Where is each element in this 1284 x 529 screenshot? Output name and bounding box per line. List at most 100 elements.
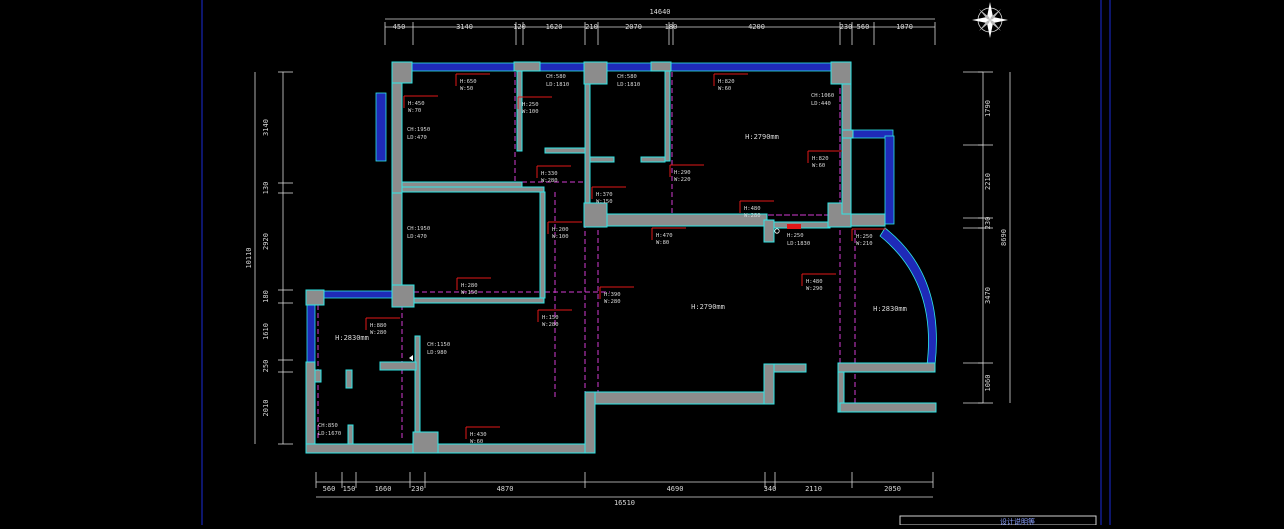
- ceiling-note-ch: CH:850: [318, 423, 338, 429]
- light-point-icon: [774, 228, 780, 234]
- ceiling-note-ch: H:250: [787, 233, 804, 239]
- ceiling-note-ld: LD:980: [427, 350, 447, 356]
- dimension-label: 230: [411, 485, 424, 493]
- drawing-frame: 设计说明等: [201, 0, 1111, 526]
- room-height-label: H:2830mm: [335, 334, 369, 342]
- marker-width: W:150: [461, 290, 478, 296]
- walls: [305, 61, 937, 454]
- marker-height: H:450: [408, 101, 425, 107]
- ceiling-note-ld: LD:470: [407, 234, 427, 240]
- dimension-label: 1620: [546, 23, 563, 31]
- ceiling-note-ld: LD:1810: [546, 82, 569, 88]
- dimension-total: 10110: [245, 247, 253, 268]
- dimension-label: 2110: [805, 485, 822, 493]
- dimension-label: 450: [393, 23, 406, 31]
- dimension-label: 3470: [984, 287, 992, 304]
- dimension-total: 8690: [1000, 229, 1008, 246]
- ceiling-note-ch: CH:1060: [811, 93, 834, 99]
- ceiling-note-ch: CH:1150: [427, 342, 450, 348]
- marker-height: H:250: [522, 102, 539, 108]
- room-height-label: H:2790mm: [691, 303, 725, 311]
- marker-width: W:280: [541, 178, 558, 184]
- marker-height: H:820: [718, 79, 735, 85]
- marker-width: W:280: [542, 322, 559, 328]
- marker-width: W:220: [674, 177, 691, 183]
- ceiling-note-ld: LD:1810: [617, 82, 640, 88]
- compass-icon: [972, 2, 1008, 38]
- marker-height: H:430: [470, 432, 487, 438]
- dimension-label: 3140: [262, 119, 270, 136]
- dimension-label: 230: [984, 217, 992, 230]
- marker-width: W:100: [552, 234, 569, 240]
- ceiling-dashed-lines: [317, 72, 885, 445]
- windows: [306, 62, 937, 366]
- room-height-label: H:2830mm: [873, 305, 907, 313]
- dimension-label: 130: [262, 182, 270, 195]
- marker-height: H:250: [856, 234, 873, 240]
- dimension-total: 14640: [649, 8, 670, 16]
- marker-height: H:470: [656, 233, 673, 239]
- dimension-label: 4200: [748, 23, 765, 31]
- marker-width: W:280: [370, 330, 387, 336]
- marker-height: H:370: [596, 192, 613, 198]
- dimension-label: 560: [323, 485, 336, 493]
- dimension-label: 180: [262, 290, 270, 303]
- dimension-label: 120: [513, 23, 526, 31]
- dimension-label: 1790: [984, 100, 992, 117]
- dimension-label: 3140: [456, 23, 473, 31]
- marker-height: H:390: [604, 292, 621, 298]
- dimension-label: 1610: [262, 323, 270, 340]
- dimension-label: 1070: [896, 23, 913, 31]
- dimension-label: 2920: [262, 233, 270, 250]
- dimension-label: 210: [585, 23, 598, 31]
- dimension-label: 4870: [497, 485, 514, 493]
- ceiling-note-ch: CH:580: [546, 74, 566, 80]
- ceiling-note-ch: CH:580: [617, 74, 637, 80]
- dimension-label: 180: [665, 23, 678, 31]
- marker-height: H:480: [744, 206, 761, 212]
- dimension-label: 1660: [375, 485, 392, 493]
- ceiling-note-ld: LD:1670: [318, 431, 341, 437]
- dimension-label: 560: [857, 23, 870, 31]
- marker-width: W:60: [812, 163, 825, 169]
- annotation-layer: H:2790mmH:2790mmH:2830mmH:2830mmH:650W:5…: [318, 73, 907, 445]
- marker-width: W:150: [596, 199, 613, 205]
- ceiling-note-ch: CH:1950: [407, 127, 430, 133]
- dimension-label: 4690: [667, 485, 684, 493]
- outlet-markers: [787, 224, 801, 229]
- marker-height: H:150: [542, 315, 559, 321]
- dimension-label: 150: [343, 485, 356, 493]
- dimension-label: 2210: [984, 173, 992, 190]
- marker-width: W:290: [806, 286, 823, 292]
- dimension-label: 2050: [884, 485, 901, 493]
- dimension-label: 1060: [984, 375, 992, 392]
- marker-width: W:80: [656, 240, 669, 246]
- marker-height: H:650: [460, 79, 477, 85]
- marker-width: W:60: [470, 439, 483, 445]
- dimension-label: 340: [764, 485, 777, 493]
- marker-height: H:330: [541, 171, 558, 177]
- marker-width: W:50: [460, 86, 473, 92]
- marker-height: H:880: [370, 323, 387, 329]
- title-block-text: 设计说明等: [1000, 517, 1035, 525]
- marker-height: H:480: [806, 279, 823, 285]
- marker-height: H:820: [812, 156, 829, 162]
